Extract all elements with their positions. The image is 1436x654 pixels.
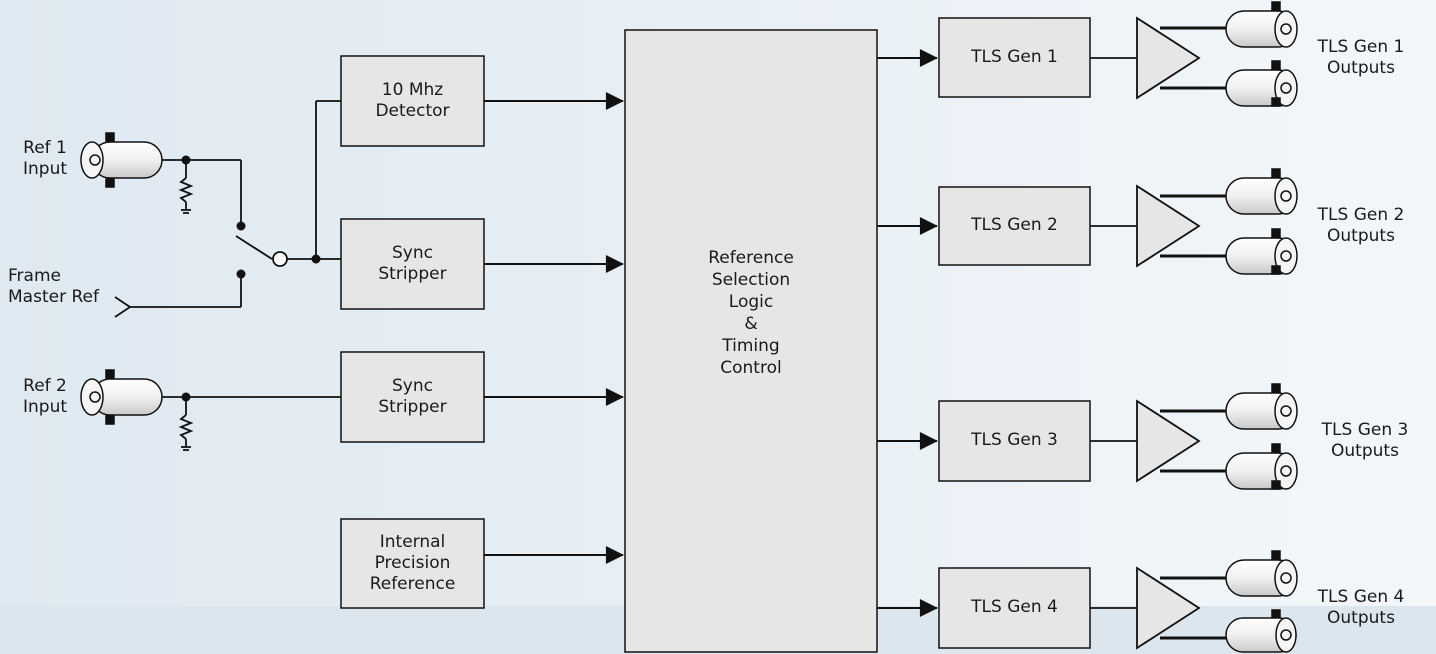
arrows-to-tls [877,49,938,617]
ref1-wiring [162,159,242,226]
output-3b-bnc-icon [1225,443,1298,490]
tls-gen-3-label: TLS Gen 3 [971,430,1058,450]
output-2a-bnc-icon [1225,168,1298,215]
tls-gen-1-label: TLS Gen 1 [971,47,1058,67]
detector-block [340,55,485,147]
output-1a-bnc-icon [1225,1,1298,48]
sync-stripper-1-block [340,218,485,310]
internal-reference-block [340,518,485,609]
tls-gen-3-block [938,400,1091,482]
ref2-bnc-connector-icon [80,369,163,425]
output-2b-bnc-icon [1225,228,1298,275]
output-1b-bnc-icon [1225,60,1298,107]
output-4b-bnc-icon [1225,609,1297,653]
tls-gen-2-label: TLS Gen 2 [971,215,1058,235]
ref1-bnc-connector-icon [80,132,163,188]
central-logic-block [624,29,878,653]
tls-gen-4-label: TLS Gen 4 [971,597,1058,617]
output-3a-bnc-icon [1225,383,1298,430]
tls-gen-4-block [938,567,1091,649]
arrows-to-central [484,92,624,564]
amplifier-2-icon [1090,184,1226,268]
ref2-wiring [162,396,341,451]
sync-stripper-2-block [340,351,485,443]
tls-gen-2-block [938,186,1091,266]
amplifier-4-icon [1090,566,1226,650]
amplifier-3-icon [1090,399,1226,483]
input-select-switch-icon [114,235,316,318]
amplifier-1-icon [1090,16,1226,100]
tls-gen-1-block [938,17,1091,98]
output-4a-bnc-icon [1225,550,1298,597]
